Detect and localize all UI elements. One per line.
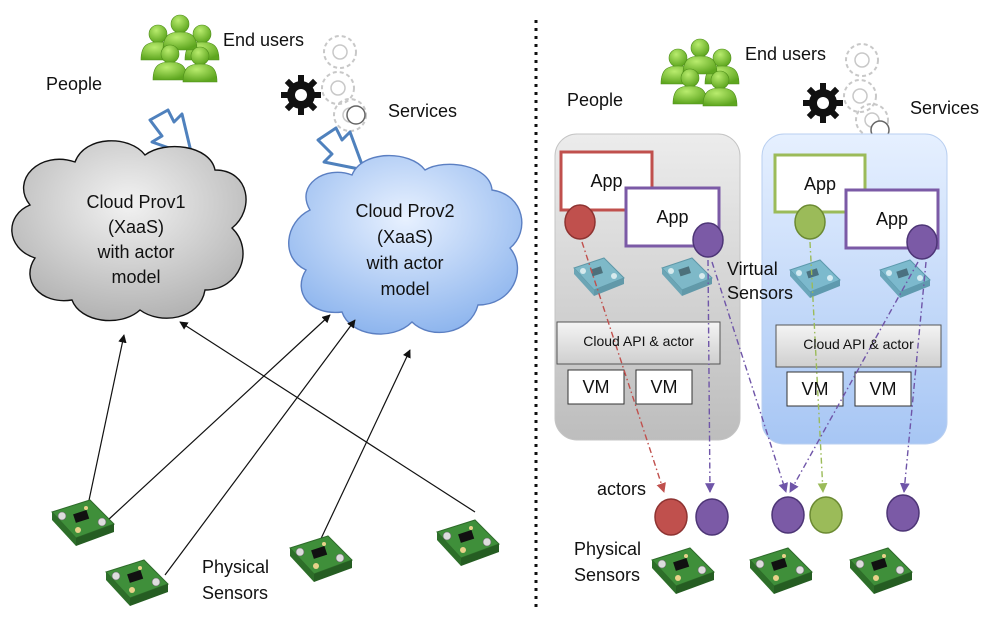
app-2-label: App xyxy=(656,207,689,227)
cloud-prov1-line-1: Cloud Prov1 xyxy=(86,192,186,212)
right-physical-sensor-2 xyxy=(749,547,813,595)
right-physical-sensors-line-2: Sensors xyxy=(574,565,641,585)
cloud-prov1-line-4: model xyxy=(111,267,161,287)
left-physical-sensor-1 xyxy=(51,499,115,547)
left-physical-sensor-4 xyxy=(436,519,500,567)
virtual-sensors-label: Virtual Sensors xyxy=(727,257,793,305)
cloud-prov2-line-2: (XaaS) xyxy=(376,227,434,247)
right-services-label: Services xyxy=(910,98,980,118)
cloud-api-box-1 xyxy=(556,321,721,365)
app-actor-purple-2 xyxy=(906,224,938,260)
right-physical-sensor-3 xyxy=(849,547,913,595)
vm-1-label: VM xyxy=(582,377,610,397)
physical-actor-purple-3 xyxy=(886,494,920,532)
cloud-prov1 xyxy=(11,140,247,322)
left-people-label: People xyxy=(46,74,103,94)
left-physical-sensors-label: Physical Sensors xyxy=(202,554,269,606)
left-services-arrow xyxy=(316,126,366,172)
left-services-label: Services xyxy=(388,101,458,121)
right-end-users-label: End users xyxy=(745,44,827,64)
left-physical-sensor-3 xyxy=(289,535,353,583)
cloud-prov1-line-2: (XaaS) xyxy=(107,217,165,237)
right-physical-sensors-label: Physical Sensors xyxy=(574,536,641,588)
app-3-label: App xyxy=(803,174,837,194)
physical-actor-red xyxy=(654,498,688,536)
cloud-prov2-line-1: Cloud Prov2 xyxy=(355,201,455,221)
cloud-prov1-line-3: with actor xyxy=(97,242,175,262)
vm-box-1 xyxy=(567,369,625,405)
app-1-label: App xyxy=(590,171,623,191)
left-sensor-links xyxy=(87,314,476,576)
cloud-api-box-2 xyxy=(775,324,942,368)
actors-label: actors xyxy=(597,479,647,499)
vm-4-label: VM xyxy=(869,379,897,399)
app-actor-purple-1 xyxy=(692,222,724,258)
cloud-prov2-line-4: model xyxy=(380,279,430,299)
cloud-api-2-label: Cloud API & actor xyxy=(803,336,914,352)
right-physical-sensors-line-1: Physical xyxy=(574,539,642,559)
cloud-prov2 xyxy=(288,154,523,335)
right-physical-sensor-1 xyxy=(651,547,715,595)
left-people-arrow xyxy=(148,108,194,158)
app-4-label: App xyxy=(875,209,909,229)
physical-actor-green xyxy=(809,496,843,534)
left-physical-sensors-line-1: Physical xyxy=(202,557,270,577)
vm-3-label: VM xyxy=(801,379,829,399)
virtual-sensors-line-1: Virtual xyxy=(727,259,778,279)
virtual-sensors-line-2: Sensors xyxy=(727,283,794,303)
physical-actor-purple-2 xyxy=(771,496,805,534)
left-physical-sensors-line-2: Sensors xyxy=(202,583,269,603)
app-actor-red xyxy=(564,204,596,240)
actor-links xyxy=(581,241,927,493)
left-services-gears-icon xyxy=(281,35,367,132)
vm-box-2 xyxy=(635,369,693,405)
cloud-prov1-label: Cloud Prov1 (XaaS) with actor model xyxy=(56,190,216,290)
app-actor-green xyxy=(794,204,826,240)
cloud-prov2-label: Cloud Prov2 (XaaS) with actor model xyxy=(325,198,485,302)
vm-2-label: VM xyxy=(650,377,678,397)
left-end-users-label: End users xyxy=(223,30,305,50)
left-people-icon xyxy=(141,15,219,82)
right-people-icon xyxy=(661,39,739,106)
left-physical-sensor-2 xyxy=(105,559,169,607)
vm-box-4 xyxy=(854,371,912,407)
cloud-api-1-label: Cloud API & actor xyxy=(583,333,694,349)
cloud-prov2-line-3: with actor xyxy=(366,253,444,273)
physical-actor-purple-1 xyxy=(695,498,729,536)
vm-box-3 xyxy=(786,371,844,407)
right-people-label: People xyxy=(567,90,624,110)
